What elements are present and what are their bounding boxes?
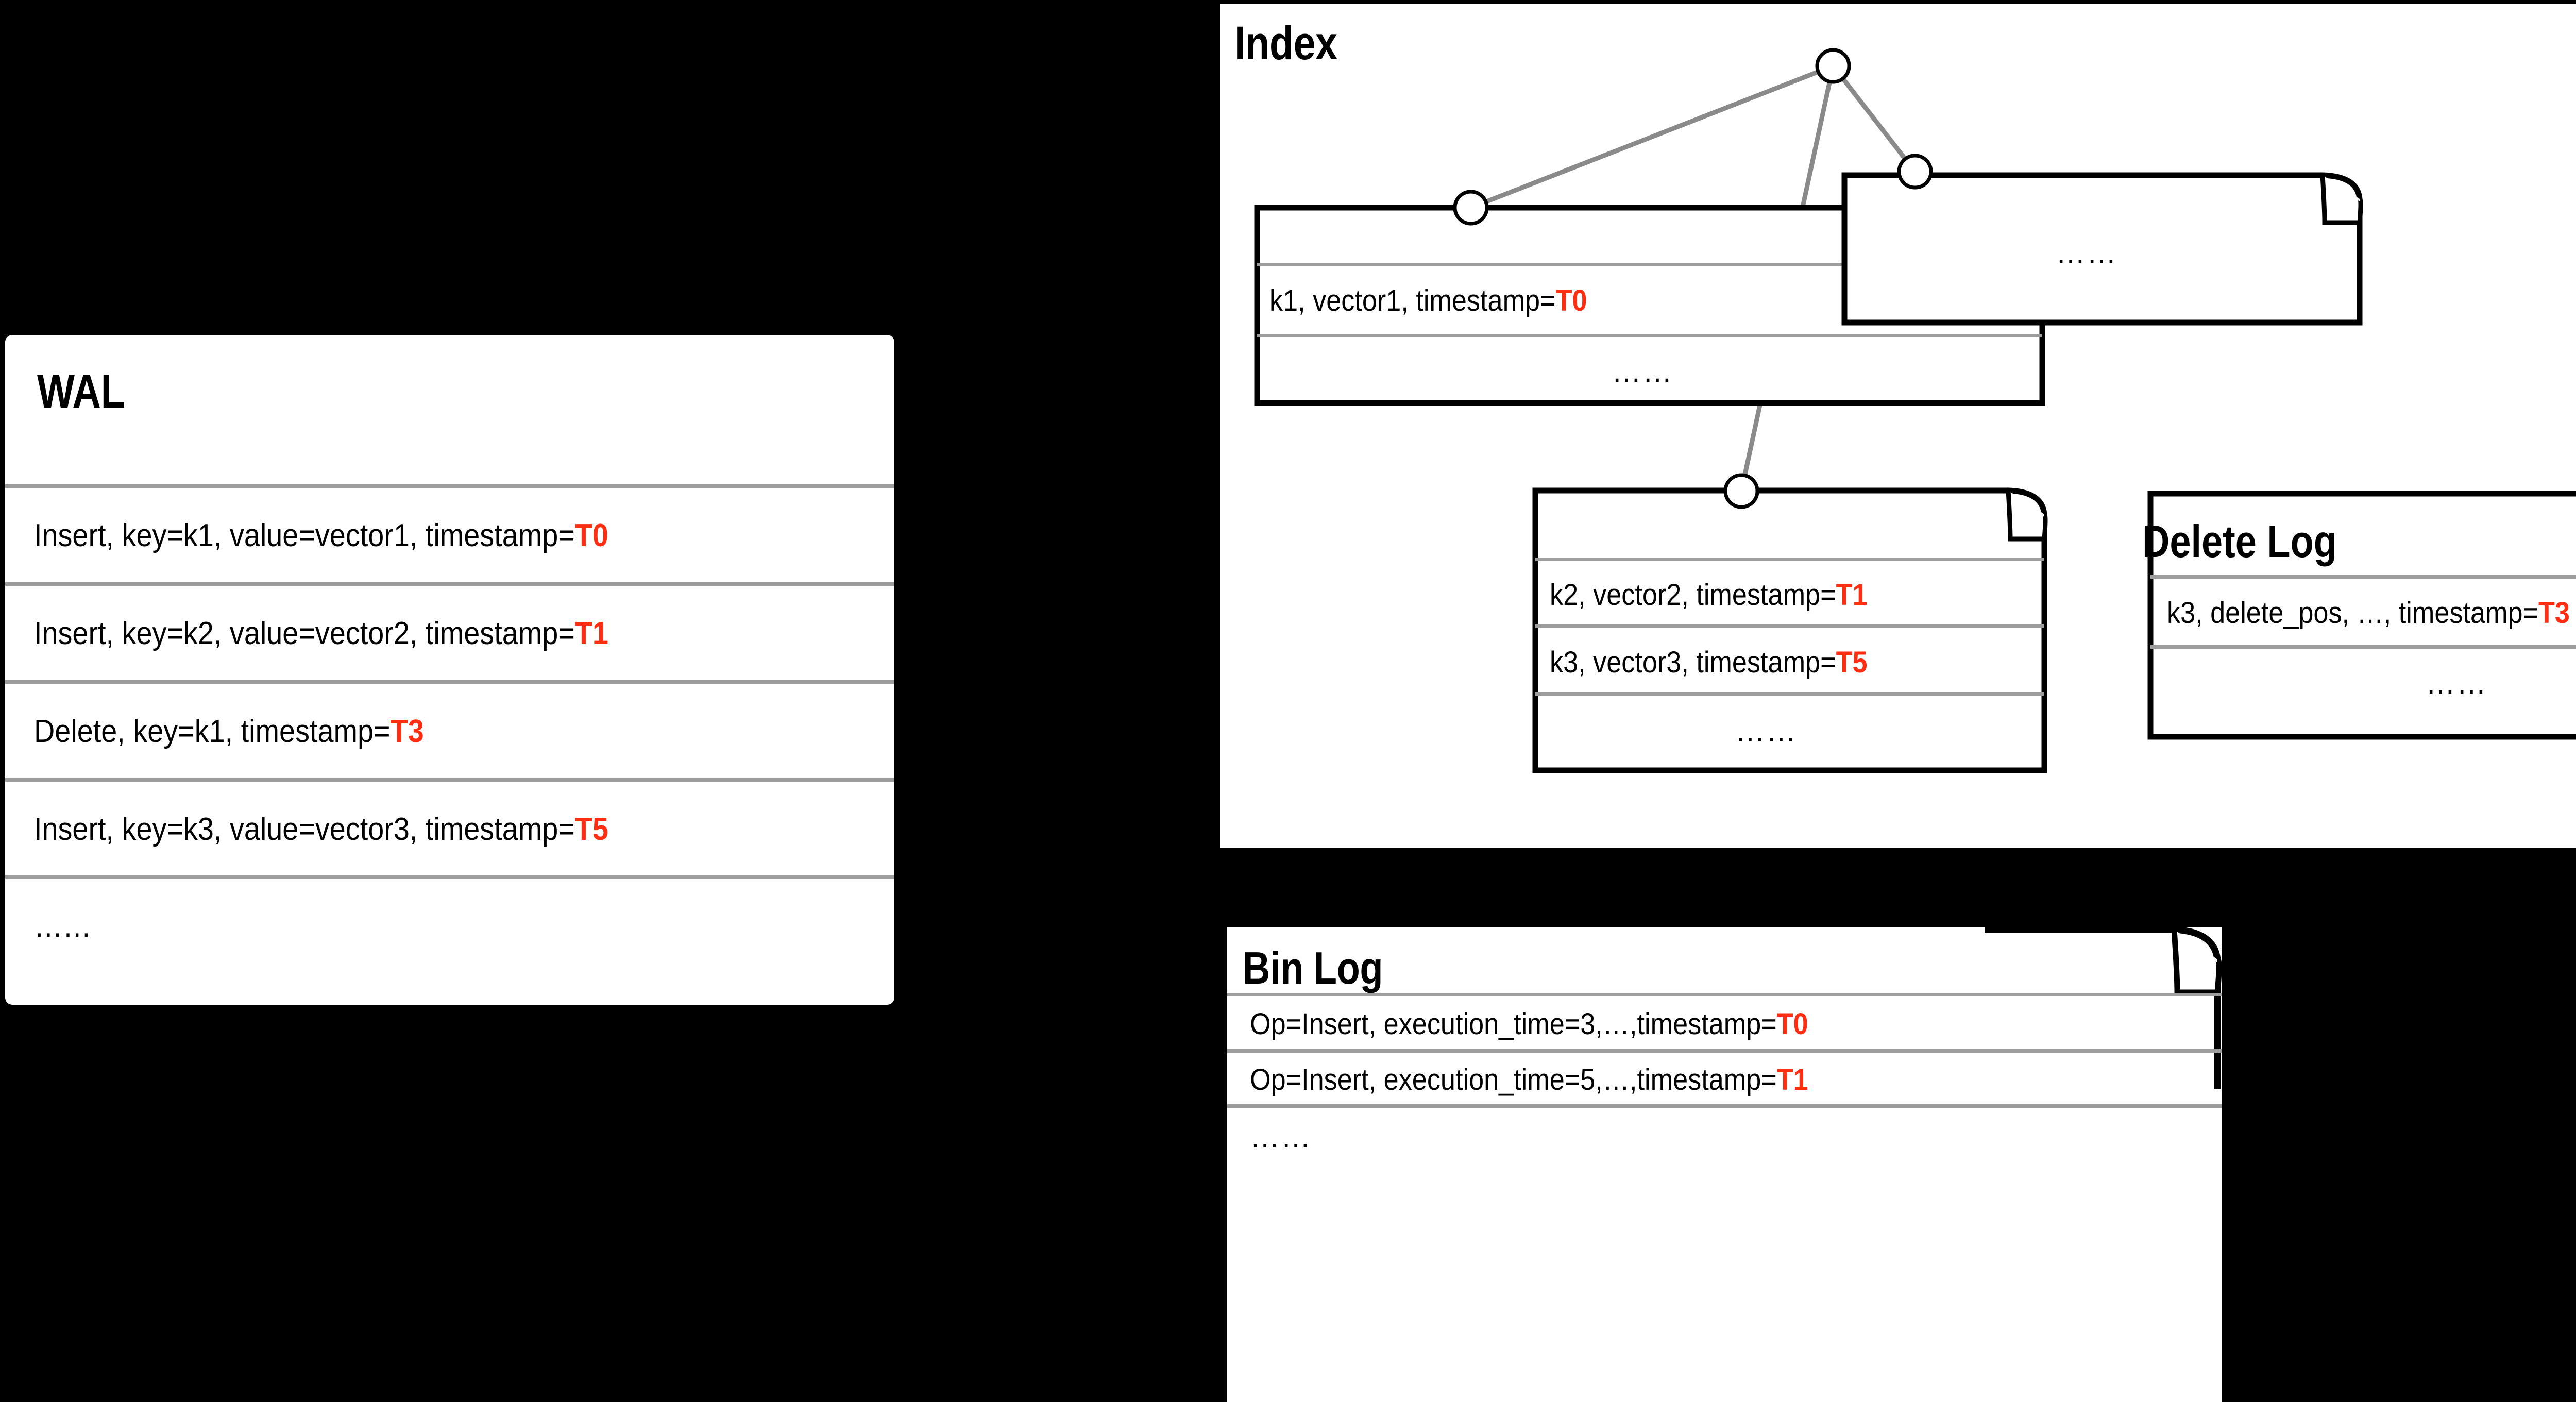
- leaf-k1-divider: [1257, 334, 2042, 337]
- tree-node-root: [1815, 48, 1851, 84]
- delete-log-divider: [2150, 645, 2576, 649]
- wal-row-text: Insert, key=k3, value=vector3, timestamp…: [34, 812, 575, 847]
- leaf-k2-k3-row-timestamp: T5: [1836, 646, 1868, 679]
- wal-row-timestamp: T0: [574, 518, 608, 553]
- leaf-k2-k3-row-text: k2, vector2, timestamp=: [1550, 578, 1836, 612]
- leaf-k2-k3-divider: [1535, 624, 2044, 628]
- delete-log-row-text: k3, delete_pos, …, timestamp=: [2167, 596, 2539, 630]
- wal-row-text: Delete, key=k1, timestamp=: [34, 714, 391, 749]
- wal-row: Insert, key=k3, value=vector3, timestamp…: [34, 811, 608, 848]
- leaf-k2-k3-row: k2, vector2, timestamp=T1: [1550, 578, 1868, 612]
- bin-log-row-text: Op=Insert, execution_time=3,…,timestamp=: [1250, 1007, 1777, 1041]
- leaf-k1-row-text: k1, vector1, timestamp=: [1269, 284, 1556, 317]
- leaf-ellipsis-row: ……: [2056, 237, 2117, 270]
- wal-row-ellipsis: ……: [34, 908, 92, 944]
- leaf-k1-row-timestamp: T0: [1555, 284, 1587, 317]
- tree-node-leaf-k2-k3: [1723, 473, 1759, 509]
- bin-log-divider: [1227, 993, 2222, 996]
- leaf-k2-k3-row-timestamp: T1: [1836, 578, 1868, 612]
- leaf-k2-k3-row-ellipsis: ……: [1735, 715, 1797, 748]
- bin-log-panel: Bin Log Op=Insert, execution_time=3,…,ti…: [1227, 926, 2222, 1402]
- wal-row-timestamp: T3: [390, 714, 424, 749]
- leaf-k1-row: k1, vector1, timestamp=T0: [1269, 283, 1587, 318]
- index-tree-graphic: [1254, 48, 2576, 773]
- bin-log-fold-corner-icon: [1985, 926, 2222, 1089]
- leaf-k2-k3-row: k3, vector3, timestamp=T5: [1550, 645, 1868, 680]
- wal-divider: [5, 582, 894, 586]
- leaf-k2-k3-row-text: k3, vector3, timestamp=: [1550, 646, 1836, 679]
- wal-row-timestamp: T5: [574, 812, 608, 847]
- tree-edge-root-to-leaf-ellipsis: [1831, 64, 1917, 173]
- bin-log-row-timestamp: T1: [1776, 1063, 1808, 1096]
- bin-log-row: Op=Insert, execution_time=3,…,timestamp=…: [1250, 1007, 1808, 1041]
- wal-row: Delete, key=k1, timestamp=T3: [34, 713, 424, 750]
- tree-edge-root-to-leaf-k1: [1470, 63, 1834, 210]
- delete-log-row-timestamp: T3: [2538, 596, 2570, 630]
- leaf-k2-k3-divider: [1535, 692, 2044, 696]
- delete-log-title: Delete Log: [2142, 516, 2337, 567]
- wal-divider: [5, 778, 894, 782]
- delete-log-divider: [2150, 575, 2576, 579]
- wal-row-timestamp: T1: [574, 616, 608, 651]
- tree-node-leaf-k1: [1453, 190, 1489, 226]
- wal-divider: [5, 680, 894, 684]
- wal-panel: WAL Insert, key=k1, value=vector1, times…: [5, 335, 894, 1005]
- leaf-k1-row-ellipsis: ……: [1612, 355, 1673, 388]
- wal-divider: [5, 875, 894, 879]
- wal-row: Insert, key=k1, value=vector1, timestamp…: [34, 517, 608, 554]
- delete-log-row: k3, delete_pos, …, timestamp=T3: [2167, 596, 2570, 630]
- bin-log-row-text: Op=Insert, execution_time=5,…,timestamp=: [1250, 1063, 1777, 1096]
- tree-nodes: [1453, 48, 1933, 509]
- index-title: Index: [1234, 17, 1337, 70]
- wal-title: WAL: [37, 365, 125, 418]
- bin-log-row-timestamp: T0: [1776, 1007, 1808, 1041]
- wal-divider: [5, 484, 894, 488]
- wal-row: Insert, key=k2, value=vector2, timestamp…: [34, 615, 608, 652]
- delete-log-row-ellipsis: ……: [2426, 667, 2487, 700]
- delete-log-shape: [2147, 491, 2576, 740]
- bin-log-divider: [1227, 1104, 2222, 1108]
- bin-log-row: Op=Insert, execution_time=5,…,timestamp=…: [1250, 1062, 1808, 1097]
- wal-row-text: Insert, key=k2, value=vector2, timestamp…: [34, 616, 575, 651]
- wal-row-text: Insert, key=k1, value=vector1, timestamp…: [34, 518, 575, 553]
- leaf-k1-divider: [1257, 263, 2042, 266]
- bin-log-divider: [1227, 1049, 2222, 1053]
- bin-log-title: Bin Log: [1243, 942, 1383, 993]
- leaf-k2-k3-divider: [1535, 558, 2044, 561]
- index-panel: Index: [1220, 4, 2576, 848]
- bin-log-row-ellipsis: ……: [1250, 1121, 1312, 1154]
- leaf-ellipsis-shape: [1841, 172, 2363, 326]
- tree-node-leaf-ellipsis: [1897, 154, 1933, 190]
